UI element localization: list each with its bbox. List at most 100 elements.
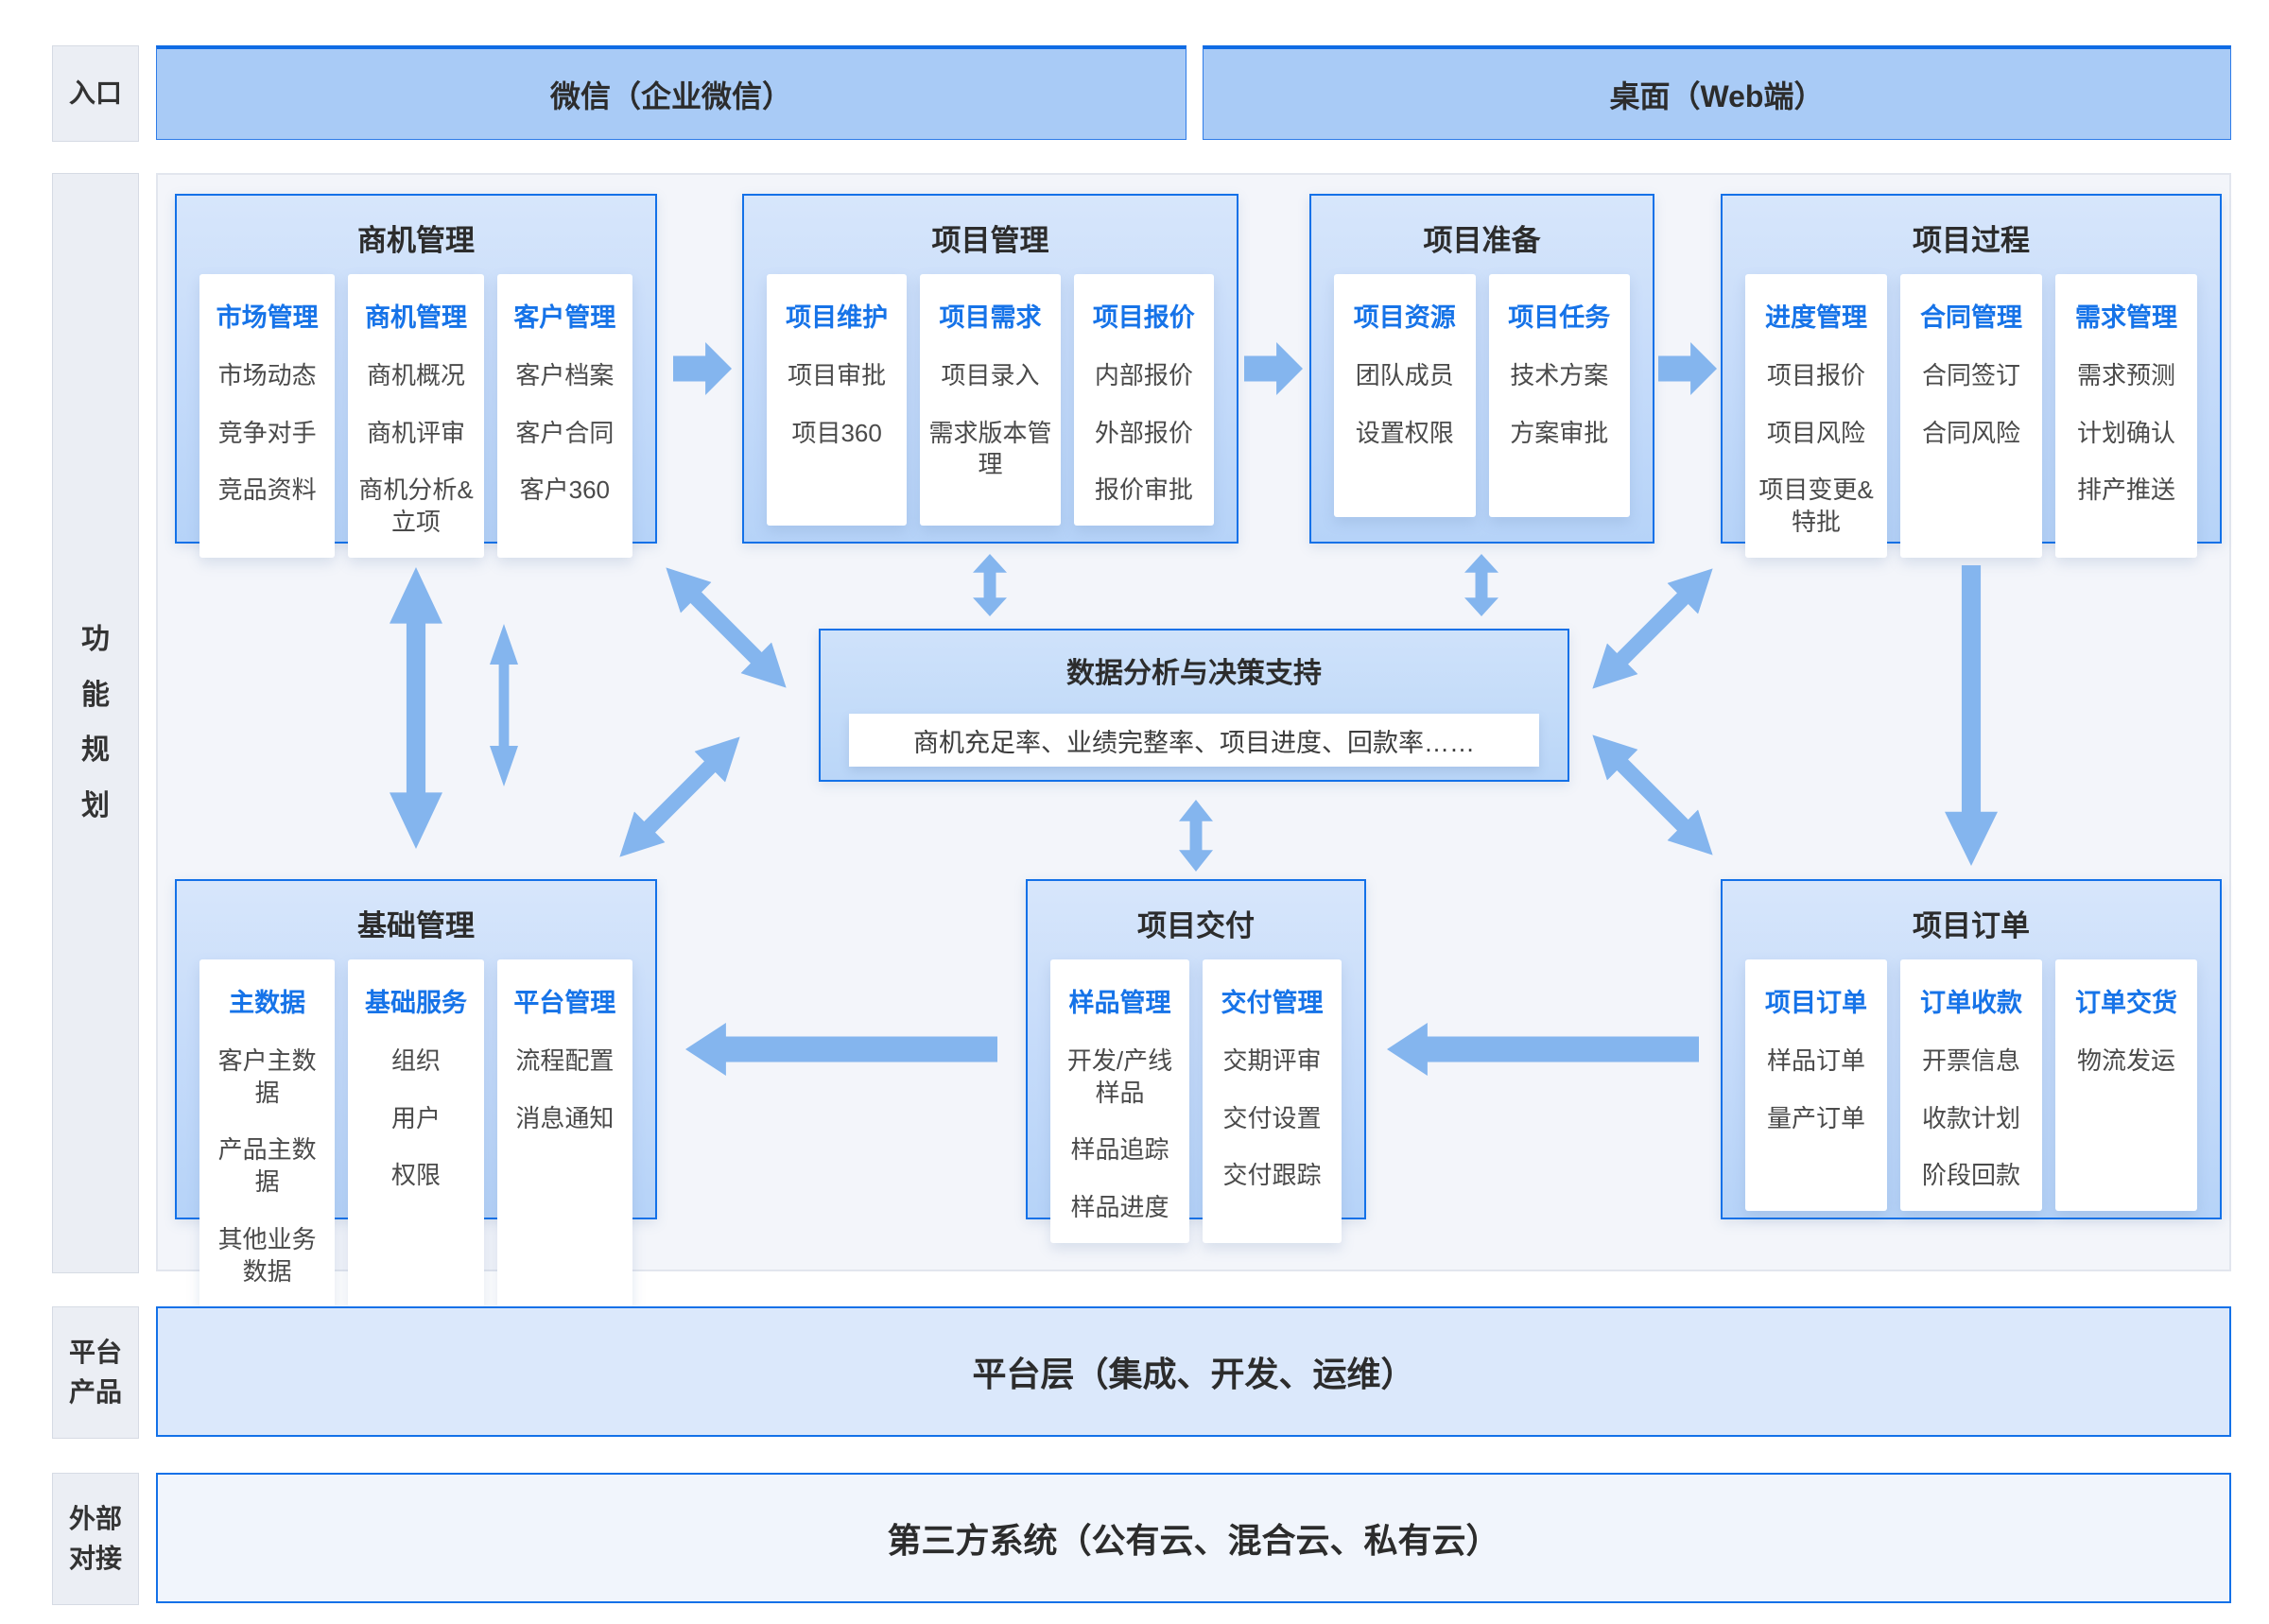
column-project-resource: 项目资源 团队成员 设置权限 xyxy=(1334,274,1476,517)
column-market-mgmt: 市场管理 市场动态 竞争对手 竞品资料 xyxy=(199,274,336,558)
column-opportunity-mgmt: 商机管理 商机概况 商机评审 商机分析&立项 xyxy=(348,274,484,558)
column-progress-mgmt: 进度管理 项目报价 项目风险 项目变更&特批 xyxy=(1745,274,1887,558)
column-item: 技术方案 xyxy=(1510,360,1609,389)
column-item: 方案审批 xyxy=(1510,418,1609,447)
column-item: 团队成员 xyxy=(1355,360,1454,389)
desktop-entry-bar: 桌面（Web端） xyxy=(1203,45,2231,140)
third-party-system-bar-text: 第三方系统（公有云、混合云、私有云） xyxy=(887,1521,1500,1560)
card-title: 商机管理 xyxy=(357,224,475,257)
column-header: 合同管理 xyxy=(1920,303,2022,332)
wechat-entry-bar-text: 微信（企业微信） xyxy=(549,78,792,113)
card-project-order: 项目订单 项目订单 样品订单 量产订单 订单收款 开票信息 收款计划 阶段回款 … xyxy=(1721,879,2222,1219)
card-project-delivery: 项目交付 样品管理 开发/产线样品 样品追踪 样品进度 交付管理 交期评审 交付… xyxy=(1026,879,1366,1243)
column-item: 合同风险 xyxy=(1921,418,2020,447)
column-header: 市场管理 xyxy=(216,303,319,332)
column-item: 交付设置 xyxy=(1222,1103,1322,1132)
column-header: 平台管理 xyxy=(513,989,616,1017)
card-opportunity-mgmt: 商机管理 市场管理 市场动态 竞争对手 竞品资料 商机管理 商机概况 商机评审 … xyxy=(175,194,657,558)
column-item: 交期评审 xyxy=(1222,1045,1322,1075)
external-integration-label-text: 外部对接 xyxy=(68,1504,122,1573)
column-item: 内部报价 xyxy=(1094,360,1193,389)
column-item: 开发/产线样品 xyxy=(1066,1045,1173,1107)
column-item: 需求预测 xyxy=(2076,360,2175,389)
column-header: 项目订单 xyxy=(1765,989,1867,1017)
column-item: 样品订单 xyxy=(1766,1045,1865,1075)
third-party-system-bar: 第三方系统（公有云、混合云、私有云） xyxy=(156,1473,2231,1603)
column-header: 商机管理 xyxy=(364,303,467,332)
column-item: 权限 xyxy=(390,1161,441,1190)
column-header: 基础服务 xyxy=(364,989,467,1017)
platform-layer-bar: 平台层（集成、开发、运维） xyxy=(156,1306,2231,1437)
column-item: 样品追踪 xyxy=(1070,1135,1169,1165)
column-header: 订单收款 xyxy=(1920,989,2022,1017)
column-header: 项目任务 xyxy=(1508,303,1611,332)
column-item: 竞争对手 xyxy=(217,418,317,447)
column-item: 报价审批 xyxy=(1094,475,1193,505)
column-item: 消息通知 xyxy=(515,1103,615,1132)
column-header: 项目需求 xyxy=(939,303,1042,332)
column-item: 产品主数据 xyxy=(217,1135,317,1197)
card-project-prep: 项目准备 项目资源 团队成员 设置权限 项目任务 技术方案 方案审批 xyxy=(1309,194,1654,544)
analysis-metrics-bar: 商机充足率、业绩完整率、项目进度、回款率…… xyxy=(849,714,1539,767)
function-planning-label: 功能规划 xyxy=(81,624,110,821)
column-item: 客户360 xyxy=(519,475,611,505)
column-item: 商机概况 xyxy=(366,360,465,389)
column-item: 组织 xyxy=(390,1045,441,1075)
column-item: 流程配置 xyxy=(515,1045,615,1075)
column-contract-mgmt: 合同管理 合同签订 合同风险 xyxy=(1900,274,2042,558)
function-planning-sidebar: 功能规划 xyxy=(52,173,139,1273)
column-header: 项目资源 xyxy=(1353,303,1456,332)
card-project-mgmt: 项目管理 项目维护 项目审批 项目360 项目需求 项目录入 需求版本管理 项目… xyxy=(742,194,1238,544)
card-project-process: 项目过程 进度管理 项目报价 项目风险 项目变更&特批 合同管理 合同签订 合同… xyxy=(1721,194,2222,558)
column-header: 需求管理 xyxy=(2075,303,2177,332)
external-integration-label: 外部对接 xyxy=(52,1473,139,1605)
wechat-entry-bar: 微信（企业微信） xyxy=(156,45,1186,140)
column-item: 阶段回款 xyxy=(1921,1161,2020,1190)
column-item: 项目录入 xyxy=(941,360,1040,389)
column-item: 收款计划 xyxy=(1921,1103,2020,1132)
column-project-quote: 项目报价 内部报价 外部报价 报价审批 xyxy=(1073,274,1214,527)
analysis-title: 数据分析与决策支持 xyxy=(1066,658,1322,689)
column-item: 项目报价 xyxy=(1766,360,1865,389)
column-order-shipment: 订单交货 物流发运 xyxy=(2055,959,2197,1212)
column-project-task: 项目任务 技术方案 方案审批 xyxy=(1488,274,1630,517)
column-item: 竞品资料 xyxy=(217,475,317,505)
column-item: 交付跟踪 xyxy=(1222,1161,1322,1190)
desktop-entry-bar-text: 桌面（Web端） xyxy=(1609,78,1825,113)
column-item: 市场动态 xyxy=(217,360,317,389)
column-header: 客户管理 xyxy=(513,303,616,332)
column-header: 主数据 xyxy=(229,989,306,1017)
column-item: 商机分析&立项 xyxy=(358,475,474,537)
column-item: 计划确认 xyxy=(2076,418,2175,447)
column-item: 项目审批 xyxy=(788,360,887,389)
platform-layer-bar-text: 平台层（集成、开发、运维） xyxy=(972,1355,1415,1393)
column-sample-mgmt: 样品管理 开发/产线样品 样品追踪 样品进度 xyxy=(1050,959,1189,1243)
column-basic-service: 基础服务 组织 用户 权限 xyxy=(348,959,484,1307)
column-item: 商机评审 xyxy=(366,418,465,447)
column-item: 客户档案 xyxy=(515,360,615,389)
column-item: 样品进度 xyxy=(1070,1193,1169,1222)
column-project-order: 项目订单 样品订单 量产订单 xyxy=(1745,959,1887,1212)
column-header: 交付管理 xyxy=(1221,989,1324,1017)
column-item: 其他业务数据 xyxy=(217,1224,317,1286)
column-item: 物流发运 xyxy=(2076,1045,2175,1075)
platform-product-label: 平台产品 xyxy=(52,1306,139,1439)
column-item: 排产推送 xyxy=(2076,475,2175,505)
analysis-metrics-text: 商机充足率、业绩完整率、项目进度、回款率…… xyxy=(913,728,1475,757)
column-item: 客户主数据 xyxy=(217,1045,317,1107)
column-platform-mgmt: 平台管理 流程配置 消息通知 xyxy=(496,959,632,1307)
entry-row-label-text: 入口 xyxy=(68,78,122,108)
column-item: 设置权限 xyxy=(1355,418,1454,447)
column-header: 项目报价 xyxy=(1092,303,1195,332)
column-header: 进度管理 xyxy=(1765,303,1867,332)
column-project-maintain: 项目维护 项目审批 项目360 xyxy=(767,274,908,527)
analysis-decision-box: 数据分析与决策支持 商机充足率、业绩完整率、项目进度、回款率…… xyxy=(819,629,1569,782)
column-item: 需求版本管理 xyxy=(928,418,1052,479)
column-item: 项目变更&特批 xyxy=(1758,475,1874,537)
column-delivery-mgmt: 交付管理 交期评审 交付设置 交付跟踪 xyxy=(1203,959,1342,1243)
column-item: 项目360 xyxy=(791,418,882,447)
column-header: 项目维护 xyxy=(786,303,889,332)
column-item: 外部报价 xyxy=(1094,418,1193,447)
column-item: 开票信息 xyxy=(1921,1045,2020,1075)
